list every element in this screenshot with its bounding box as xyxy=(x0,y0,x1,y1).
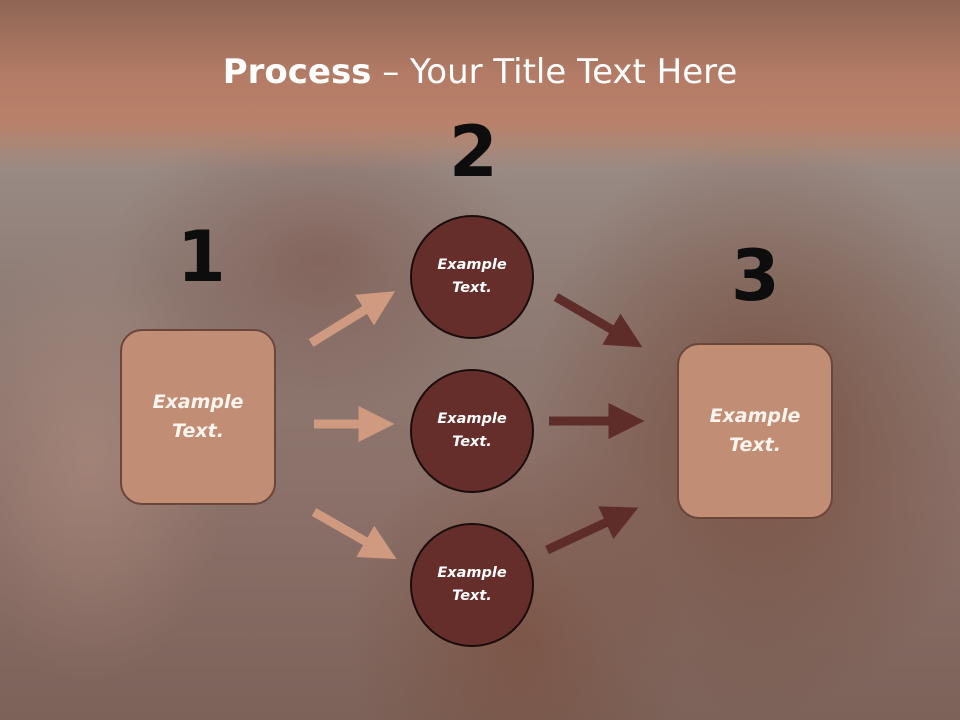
input-box: Example Text. xyxy=(120,329,276,505)
slide-title: Process – Your Title Text Here xyxy=(0,52,960,92)
input-box-text: Example Text. xyxy=(152,391,244,442)
process-circle-bottom: Example Text. xyxy=(410,523,534,647)
arrow-bottom-circle-to-output xyxy=(545,506,639,555)
output-box-text: Example Text. xyxy=(709,405,801,456)
process-circle-top-text: Example Text. xyxy=(437,257,507,296)
title-band xyxy=(0,0,960,170)
process-circle-middle: Example Text. xyxy=(410,369,534,493)
title-rest: – Your Title Text Here xyxy=(371,52,738,92)
process-circle-top: Example Text. xyxy=(410,215,534,339)
output-box: Example Text. xyxy=(677,343,833,519)
process-circle-middle-text: Example Text. xyxy=(437,411,507,450)
arrow-top-circle-to-output xyxy=(553,293,643,348)
step-3-number: 3 xyxy=(731,235,780,317)
arrow-box-to-bottom-circle xyxy=(311,508,397,560)
process-circle-bottom-text: Example Text. xyxy=(437,565,507,604)
title-bold: Process xyxy=(222,52,372,92)
step-1-number: 1 xyxy=(177,216,226,298)
arrow-box-to-top-circle xyxy=(308,291,396,347)
step-2-number: 2 xyxy=(449,111,498,193)
